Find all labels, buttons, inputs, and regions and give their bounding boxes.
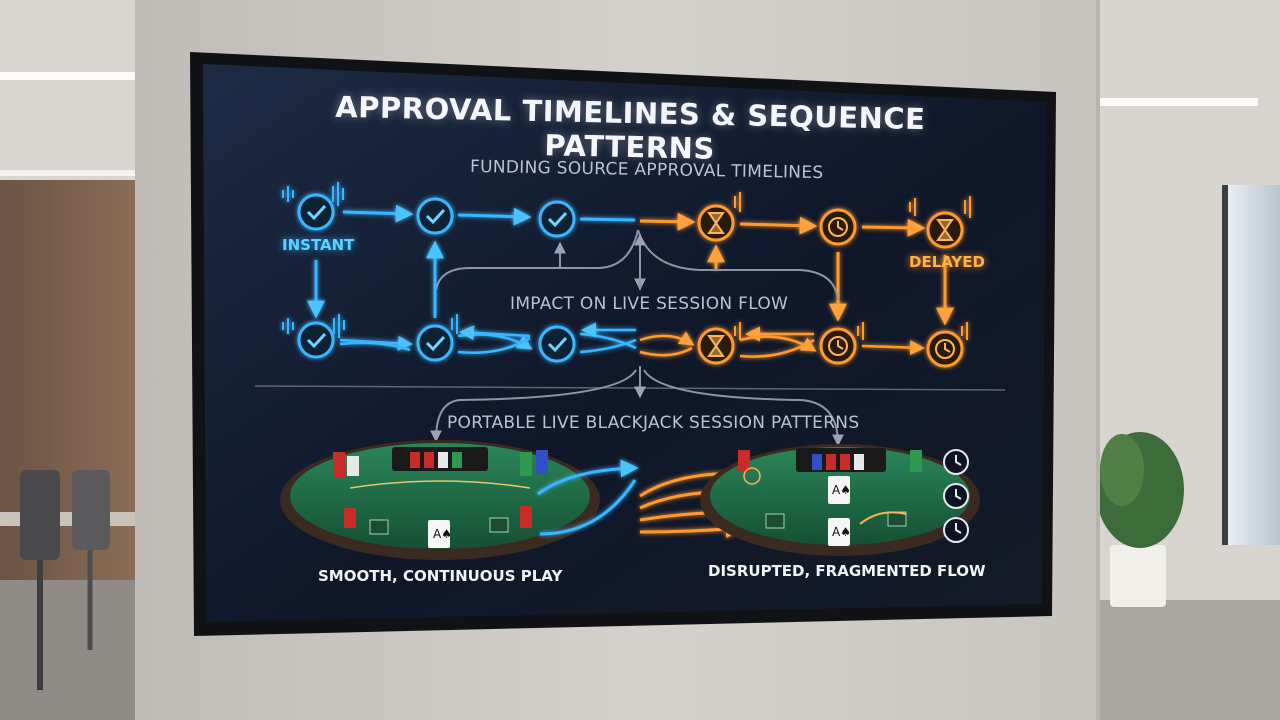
- smooth-flow-arrows: [537, 459, 639, 536]
- svg-text:A♠: A♠: [433, 527, 452, 541]
- chip-stack-left: [333, 452, 345, 478]
- floor-right: [1096, 600, 1280, 720]
- blackjack-table-smooth: A♠: [280, 440, 600, 560]
- node-bottom-2: [416, 324, 454, 362]
- delayed-bottom-flow: [639, 326, 925, 358]
- check-icon: [547, 336, 568, 353]
- clock-icon: [743, 467, 761, 485]
- hourglass-icon: [707, 335, 725, 357]
- node-top-5: [819, 208, 857, 246]
- betting-spot: [369, 519, 389, 535]
- plant-leaves-2: [1100, 434, 1144, 506]
- clock-icon: [828, 336, 848, 356]
- ceiling-light-right: [1100, 98, 1258, 106]
- svg-text:A♠: A♠: [832, 525, 851, 539]
- svg-text:A♠: A♠: [832, 483, 851, 497]
- chip-stack: [410, 452, 462, 468]
- signal-waves-delayed: [734, 192, 971, 340]
- check-icon: [547, 211, 568, 228]
- betting-spot: [489, 517, 509, 533]
- check-icon: [306, 332, 327, 349]
- delayed-top-flow: [639, 212, 954, 326]
- wall-divider: [1096, 0, 1100, 720]
- node-top-2: [416, 197, 454, 235]
- hourglass-icon: [707, 212, 725, 234]
- clock-icon: [935, 339, 955, 359]
- check-icon: [425, 208, 446, 225]
- impact-label: IMPACT ON LIVE SESSION FLOW: [510, 294, 789, 314]
- ceiling-light-left: [0, 72, 135, 80]
- check-icon: [306, 204, 327, 221]
- instant-bottom-flow: [339, 322, 637, 354]
- blackjack-table-disrupted: A♠ A♠: [700, 444, 980, 556]
- delay-clocks: [943, 449, 969, 543]
- node-top-6: [926, 211, 964, 249]
- chip-stack-right: [520, 452, 532, 476]
- ceiling-light-left-2: [0, 170, 135, 176]
- ceiling-left: [0, 0, 135, 180]
- plant-pot: [1110, 545, 1166, 607]
- signal-waves-instant: [282, 182, 458, 338]
- floor-left: [0, 580, 135, 720]
- betting-spot: [765, 513, 785, 529]
- session-patterns-label: PORTABLE LIVE BLACKJACK SESSION PATTERNS: [447, 413, 860, 433]
- hourglass-icon: [936, 219, 954, 241]
- playing-card: [428, 520, 450, 548]
- disrupted-flow-caption: DISRUPTED, FRAGMENTED FLOW: [708, 562, 986, 580]
- node-bottom-5: [819, 327, 857, 365]
- clock-icon: [828, 217, 848, 237]
- node-bottom-1: [297, 321, 335, 359]
- window-frame: [1222, 185, 1228, 545]
- node-top-1: [297, 193, 335, 231]
- node-top-4: [697, 204, 735, 242]
- node-bottom-6: [926, 330, 964, 368]
- section-divider: [254, 385, 1006, 391]
- connector-lines: [430, 229, 844, 447]
- playing-card: [828, 476, 850, 504]
- instant-top-flow: [307, 204, 636, 319]
- smooth-play-caption: SMOOTH, CONTINUOUS PLAY: [318, 567, 563, 585]
- playing-card: [828, 518, 850, 546]
- node-bottom-4: [697, 327, 735, 365]
- delayed-label: DELAYED: [909, 253, 985, 271]
- window: [1222, 185, 1280, 545]
- office-chair-2: [72, 470, 110, 550]
- node-top-3: [538, 200, 576, 238]
- node-bottom-3: [538, 325, 576, 363]
- office-chair: [20, 470, 60, 560]
- instant-label: INSTANT: [282, 236, 355, 254]
- check-icon: [425, 335, 446, 352]
